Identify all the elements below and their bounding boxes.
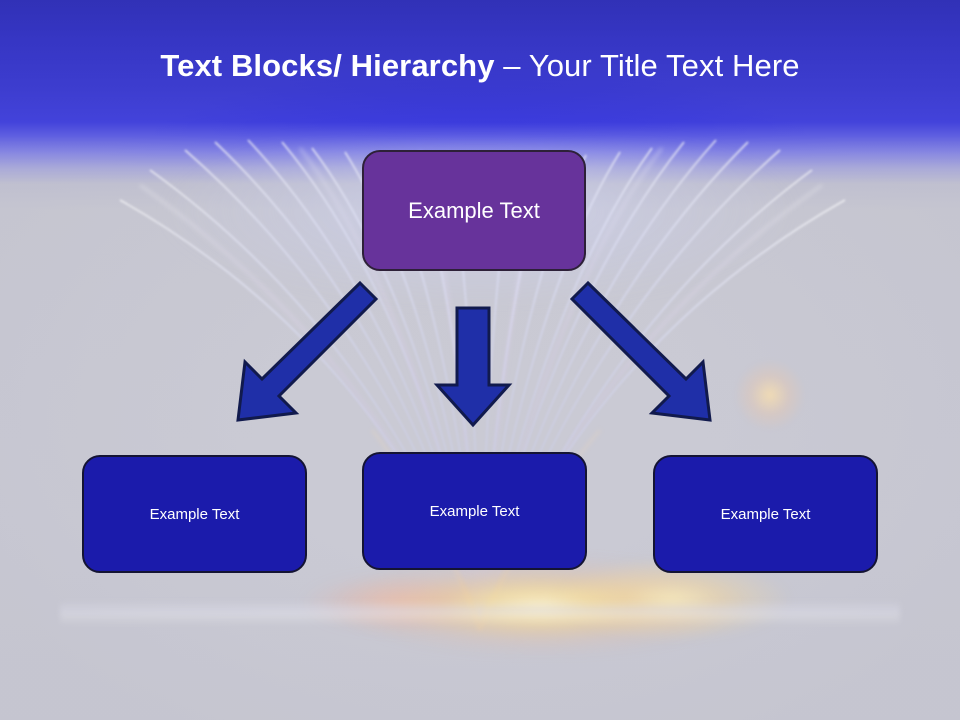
- hierarchy-child-box-2[interactable]: Example Text: [362, 452, 587, 570]
- hierarchy-child-box-1[interactable]: Example Text: [82, 455, 307, 573]
- page-title-bold: Text Blocks/ Hierarchy: [160, 48, 504, 83]
- hierarchy-child-label-3: Example Text: [720, 505, 811, 523]
- arrow-center-icon: [433, 306, 513, 428]
- page-title: Text Blocks/ Hierarchy – Your Title Text…: [0, 47, 960, 85]
- hierarchy-root-box[interactable]: Example Text: [362, 150, 586, 271]
- hierarchy-child-label-2: Example Text: [429, 502, 520, 520]
- hierarchy-child-label-1: Example Text: [149, 505, 240, 523]
- hierarchy-root-label: Example Text: [408, 197, 540, 223]
- background-floor-reflection: [60, 600, 900, 626]
- page-title-regular: – Your Title Text Here: [503, 48, 800, 83]
- hierarchy-child-box-3[interactable]: Example Text: [653, 455, 878, 573]
- background-light-spark: [735, 360, 805, 430]
- arrow-left-icon: [236, 280, 379, 422]
- arrow-right-icon: [569, 280, 712, 422]
